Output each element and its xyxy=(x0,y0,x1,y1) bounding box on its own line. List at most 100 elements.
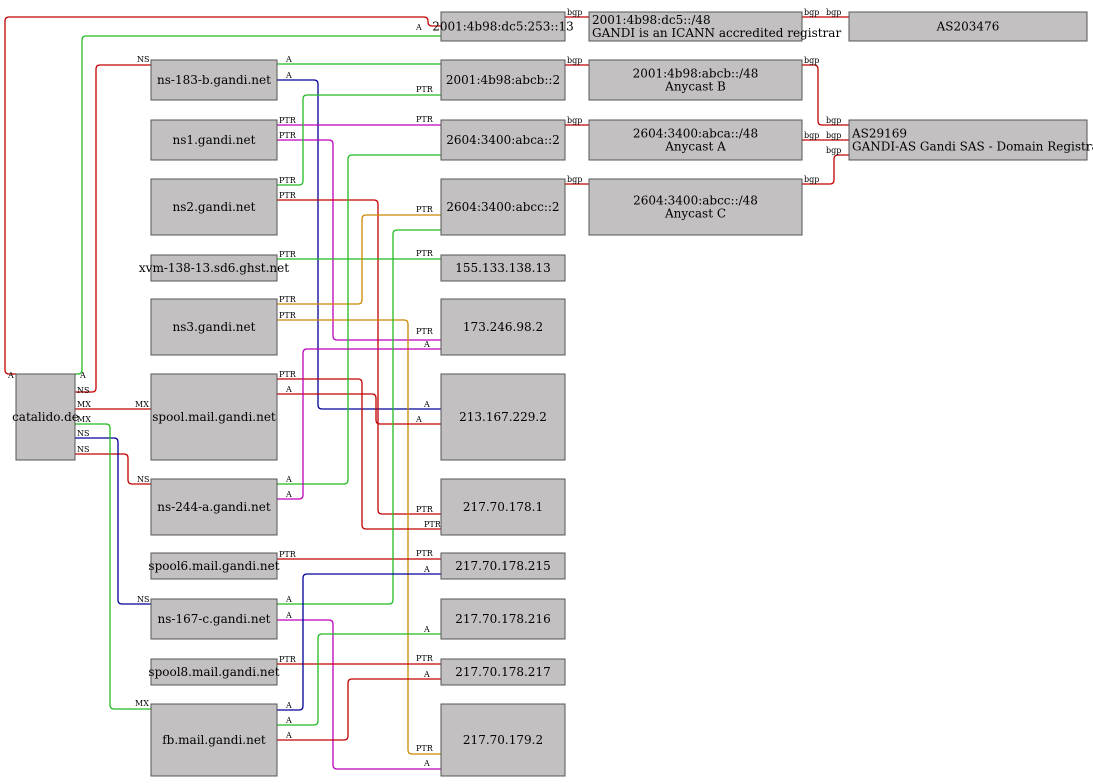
node-spool: spool.mail.gandi.net xyxy=(150,373,278,461)
edge-label-head: A xyxy=(423,670,430,679)
edge-label-head: A xyxy=(423,400,430,409)
node-ns1: ns1.gandi.net xyxy=(150,119,278,161)
node-title: 2001:4b98:dc5:253::13 xyxy=(432,20,574,34)
node-box xyxy=(588,178,803,236)
edge-label-tail: bgp xyxy=(567,175,582,184)
node-box xyxy=(150,598,278,640)
edge-label-head: bgp xyxy=(826,131,841,140)
node-title: ns2.gandi.net xyxy=(173,200,256,214)
node-box xyxy=(848,11,1088,42)
node-title: ns-244-a.gandi.net xyxy=(157,500,271,514)
node-subtitle: Anycast C xyxy=(664,207,726,221)
edge-label-tail: PTR xyxy=(279,655,297,664)
node-box xyxy=(440,478,566,536)
node-box xyxy=(440,59,566,101)
node-ip_173: 173.246.98.2 xyxy=(440,298,566,356)
node-box xyxy=(440,703,566,777)
node-ip_213: 213.167.229.2 xyxy=(440,373,566,461)
edge-label-head: A xyxy=(423,340,430,349)
edge-label-tail: PTR xyxy=(279,116,297,125)
node-title: 217.70.178.217 xyxy=(455,665,550,679)
node-subtitle: Anycast A xyxy=(664,140,726,154)
node-title: 2001:4b98:abcb::2 xyxy=(446,73,560,87)
node-box xyxy=(150,298,278,356)
edge-label-head: NS xyxy=(137,475,149,484)
node-title: 2604:3400:abca::2 xyxy=(446,133,560,147)
node-title: 2604:3400:abca::/48 xyxy=(633,127,758,141)
edge-spool-to-ip_213 xyxy=(277,393,441,425)
edge-label-head: PTR xyxy=(416,249,434,258)
edge-label-head: bgp xyxy=(826,8,841,17)
edge-catalido-to-ns244a xyxy=(75,453,151,485)
node-ip_178_216: 217.70.178.216 xyxy=(440,598,566,640)
edge-label-tail: A xyxy=(285,595,292,604)
edge-ns244a-to-ip6_abca xyxy=(277,154,441,485)
edge-label-head: A xyxy=(415,23,422,32)
node-box xyxy=(150,178,278,236)
edge-label-tail: A xyxy=(285,716,292,725)
node-ip_155: 155.133.138.13 xyxy=(440,254,566,282)
edge-label-head: A xyxy=(423,625,430,634)
edge-label-head: A xyxy=(423,759,430,768)
edge-label-head: PTR xyxy=(416,85,434,94)
edge-ns1-to-ip_173 xyxy=(277,139,441,341)
node-title: 2001:4b98:abcb::/48 xyxy=(633,67,759,81)
node-spool6: spool6.mail.gandi.net xyxy=(148,552,280,580)
node-box xyxy=(588,11,803,42)
node-title: spool6.mail.gandi.net xyxy=(148,559,279,573)
node-box xyxy=(848,119,1088,161)
node-box xyxy=(150,658,278,686)
edge-label-tail: PTR xyxy=(279,550,297,559)
edge-ns167c-to-ip_179_2 xyxy=(277,619,441,770)
node-box xyxy=(440,658,566,686)
node-ns3: ns3.gandi.net xyxy=(150,298,278,356)
node-box xyxy=(15,373,76,461)
edge-ns167c-to-ip6_abcc xyxy=(277,229,441,605)
edge-label-head: MX xyxy=(135,699,149,708)
edge-ns244a-to-ip_173 xyxy=(277,348,441,500)
edge-label-head: PTR xyxy=(416,327,434,336)
node-ip6_abcb: 2001:4b98:abcb::2 xyxy=(440,59,566,101)
edge-catalido-to-ip6_253 xyxy=(75,35,441,375)
node-title: ns-183-b.gandi.net xyxy=(157,73,271,87)
node-box xyxy=(440,178,566,236)
edge-catalido-to-ns183b xyxy=(75,64,151,393)
edge-label-tail: bgp xyxy=(567,56,582,65)
node-title: 217.70.178.216 xyxy=(455,612,550,626)
node-subtitle: GANDI-AS Gandi SAS - Domain Registrar an xyxy=(852,140,1093,154)
edge-catalido-to-ip6_253 xyxy=(4,16,441,375)
edge-label-tail: PTR xyxy=(279,295,297,304)
nodes-layer: catalido.de ns-183-b.gandi.net ns1.gandi.n… xyxy=(12,11,1093,777)
node-box xyxy=(440,598,566,640)
edge-fb-to-ip_178_216 xyxy=(277,633,441,726)
edge-label-tail: PTR xyxy=(279,311,297,320)
node-box xyxy=(440,552,566,580)
edge-label-tail: MX xyxy=(77,400,91,409)
node-title: fb.mail.gandi.net xyxy=(162,733,266,747)
edge-label-head: PTR xyxy=(416,654,434,663)
node-title: AS29169 xyxy=(851,127,907,141)
edge-label-head: PTR xyxy=(416,549,434,558)
node-title: catalido.de xyxy=(12,410,79,424)
edge-label-tail: NS xyxy=(77,386,89,395)
edge-pfx_abcc-to-as29169 xyxy=(802,154,849,185)
node-box xyxy=(588,119,803,161)
node-ip_178_215: 217.70.178.215 xyxy=(440,552,566,580)
edge-label-head: A xyxy=(415,415,422,424)
node-title: 173.246.98.2 xyxy=(463,320,543,334)
edge-label-tail: NS xyxy=(77,429,89,438)
node-subtitle: GANDI is an ICANN accredited registrar xyxy=(592,26,841,40)
node-box xyxy=(588,59,803,101)
edge-label-tail: A xyxy=(7,371,14,380)
node-ip6_abca: 2604:3400:abca::2 xyxy=(440,119,566,161)
edge-label-tail: A xyxy=(285,385,292,394)
edge-label-head: MX xyxy=(135,400,149,409)
edge-label-tail: MX xyxy=(77,415,91,424)
edge-label-head: PTR xyxy=(424,520,442,529)
node-title: 217.70.179.2 xyxy=(463,733,543,747)
node-catalido: catalido.de xyxy=(12,373,79,461)
edge-label-tail: A xyxy=(285,71,292,80)
